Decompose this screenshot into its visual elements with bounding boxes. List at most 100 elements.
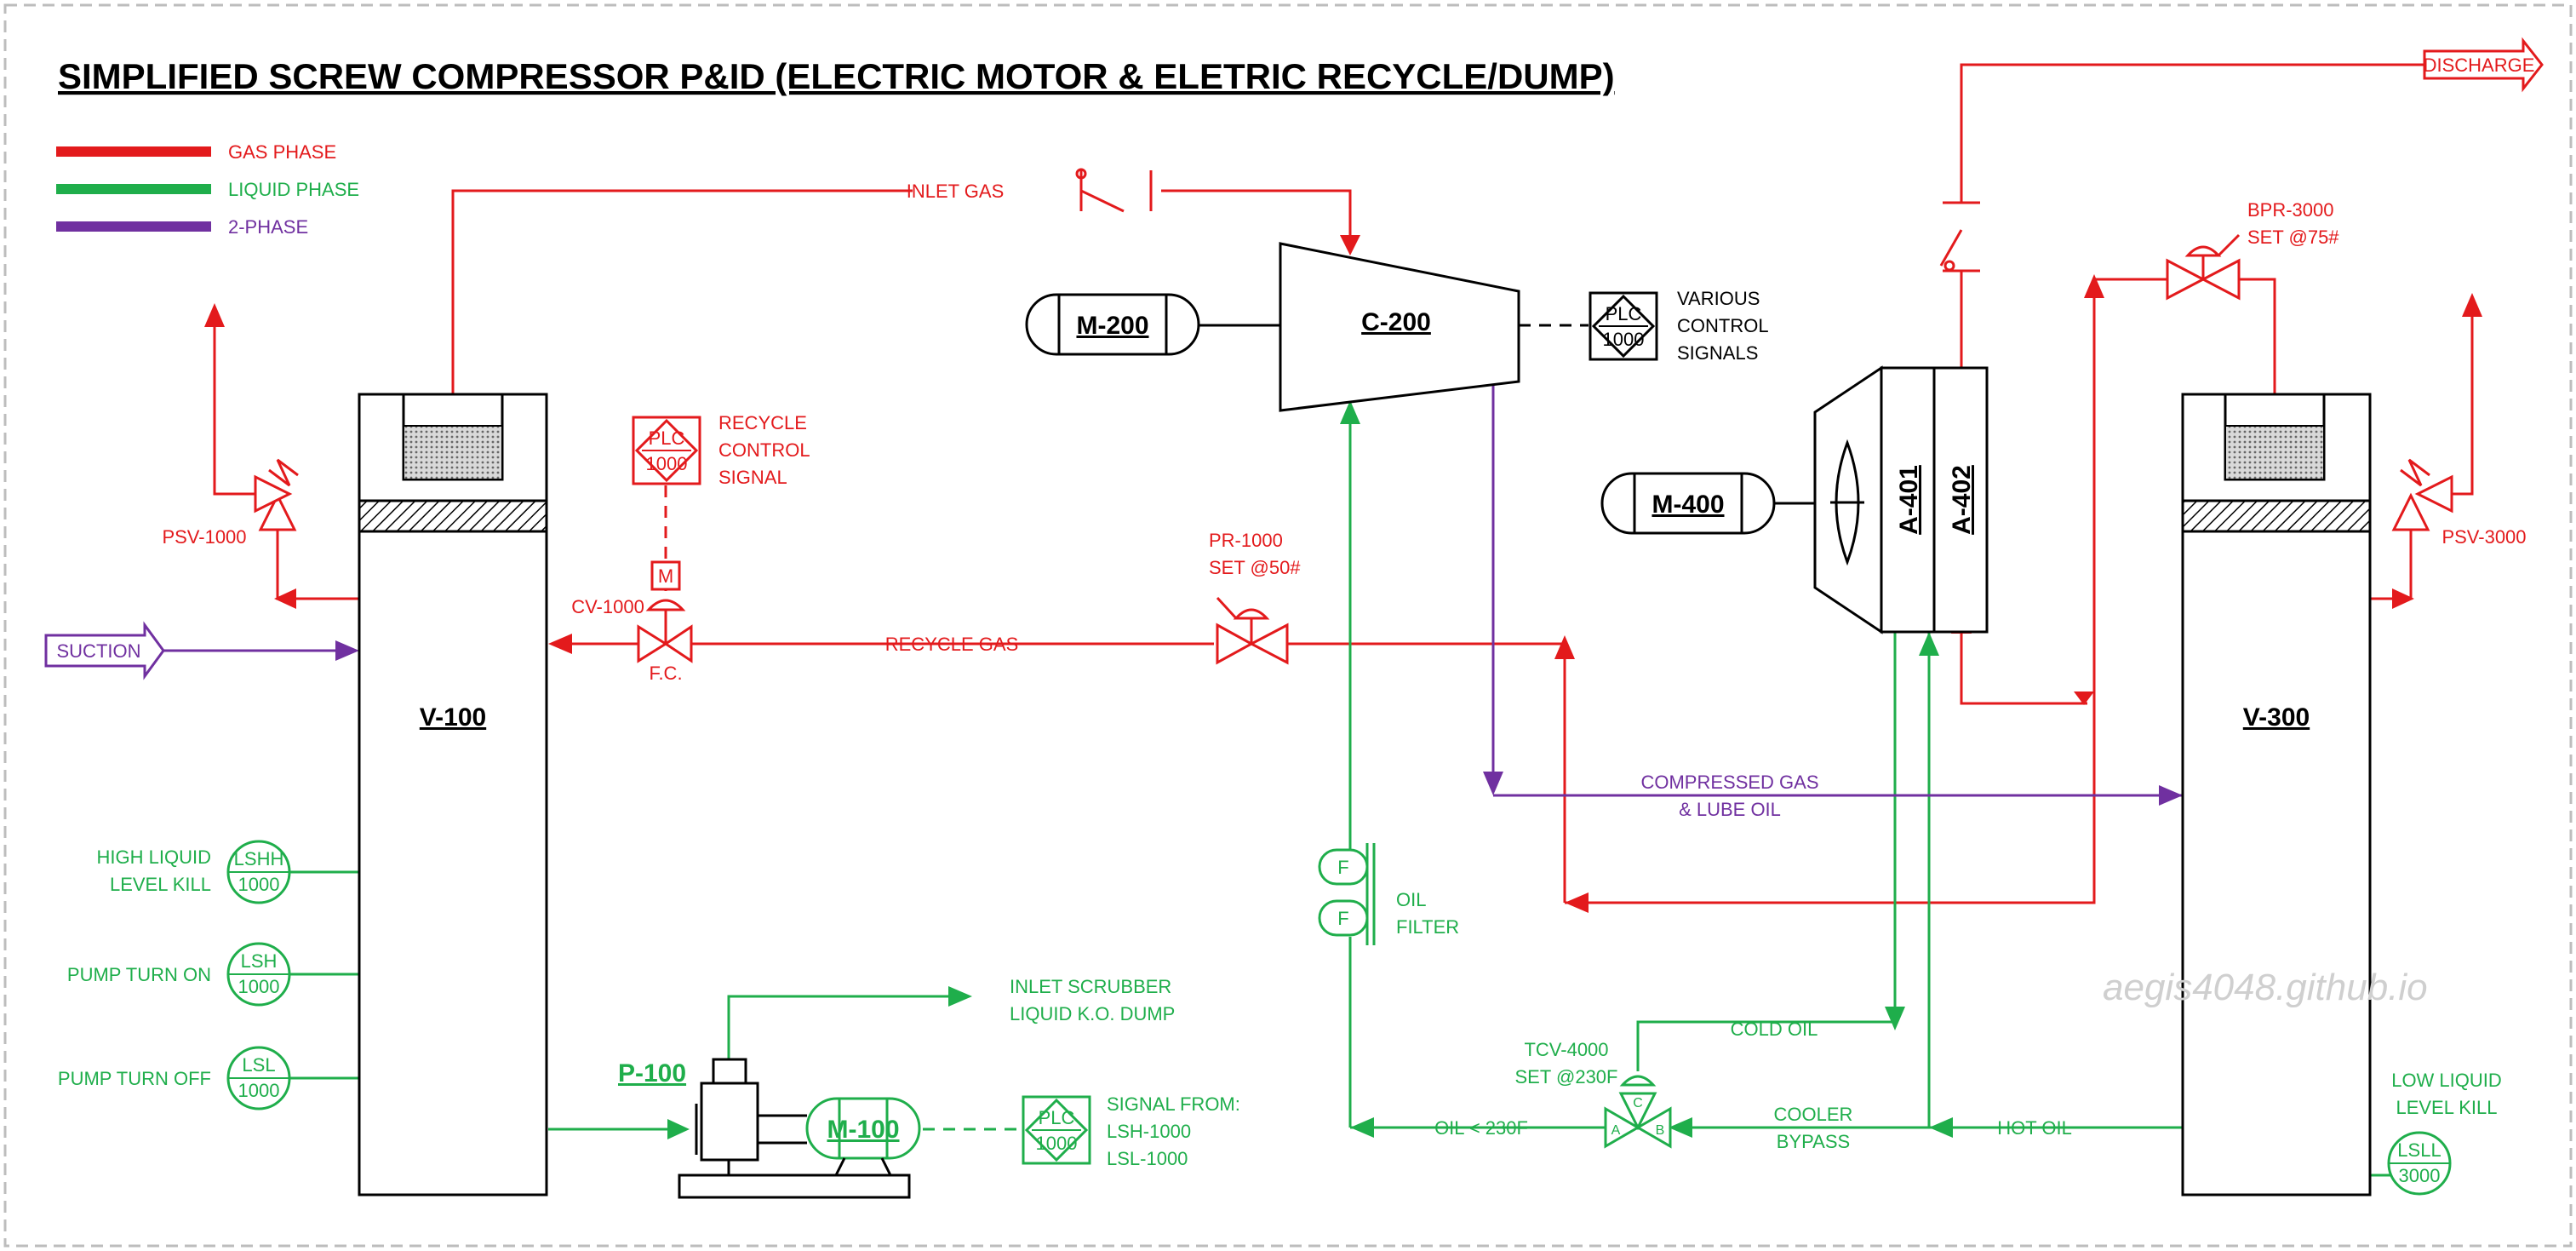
svg-text:1000: 1000 bbox=[238, 874, 280, 895]
lsll-3000[interactable]: LSLL 3000 bbox=[2387, 1131, 2452, 1196]
discharge-check-valve[interactable] bbox=[1939, 201, 1980, 273]
inlet-gas-label: INLET GAS bbox=[907, 181, 1005, 202]
m400-label: M-400 bbox=[1652, 491, 1724, 519]
svg-text:C: C bbox=[1633, 1096, 1643, 1110]
vessel-v300[interactable]: V-300 bbox=[2181, 393, 2372, 1196]
tcv4000-label: TCV-4000 bbox=[1524, 1039, 1608, 1060]
plc-various[interactable]: PLC 1000 bbox=[1589, 291, 1658, 361]
high-liquid-note-2: LEVEL KILL bbox=[110, 874, 211, 895]
fan-icon bbox=[1830, 439, 1864, 566]
recycle-ctrl-note-3: SIGNAL bbox=[718, 467, 787, 488]
valve-psv1000[interactable] bbox=[254, 458, 299, 531]
c200-label: C-200 bbox=[1361, 308, 1431, 336]
cooler-bypass-label-1: COOLER bbox=[1774, 1104, 1853, 1125]
compressor-c200[interactable]: C-200 bbox=[1279, 242, 1520, 412]
svg-text:PLC: PLC bbox=[1039, 1107, 1075, 1128]
svg-text:F: F bbox=[1337, 908, 1348, 929]
hot-oil-label: HOT OIL bbox=[1997, 1117, 2072, 1139]
pr1000-label: PR-1000 bbox=[1209, 530, 1283, 551]
cv1000-label: CV-1000 bbox=[571, 596, 644, 617]
cooler-bypass-label-2: BYPASS bbox=[1777, 1131, 1850, 1152]
svg-text:SUCTION: SUCTION bbox=[57, 640, 141, 662]
svg-text:LSL: LSL bbox=[242, 1054, 275, 1076]
liquid-arrows bbox=[667, 400, 1953, 1139]
motor-m400[interactable]: M-400 bbox=[1600, 472, 1776, 535]
pr1000-set-label: SET @50# bbox=[1209, 557, 1301, 578]
svg-text:LSH: LSH bbox=[241, 950, 278, 972]
diagram-title: SIMPLIFIED SCREW COMPRESSOR P&ID (ELECTR… bbox=[58, 56, 1615, 96]
signal-lines bbox=[664, 324, 1589, 1131]
fc-label: F.C. bbox=[649, 663, 682, 684]
actuator-m-label: M bbox=[658, 565, 673, 587]
valve-cv1000[interactable] bbox=[637, 560, 693, 663]
compressed-gas-label: COMPRESSED GAS bbox=[1640, 772, 1818, 793]
oil-filter-note-1: OIL bbox=[1396, 889, 1426, 910]
a401-label: A-401 bbox=[1895, 465, 1923, 535]
m100-label: M-100 bbox=[827, 1116, 899, 1144]
cold-oil-label: COLD OIL bbox=[1731, 1019, 1818, 1040]
plc-recycle[interactable]: PLC 1000 bbox=[632, 416, 701, 485]
svg-text:1000: 1000 bbox=[238, 976, 280, 997]
svg-text:1000: 1000 bbox=[1036, 1133, 1078, 1154]
svg-text:3000: 3000 bbox=[2399, 1165, 2441, 1186]
bpr3000-set-label: SET @75# bbox=[2247, 227, 2339, 248]
lsh-1000[interactable]: LSH 1000 bbox=[226, 942, 291, 1007]
v100-label: V-100 bbox=[420, 703, 486, 732]
lube-oil-label: & LUBE OIL bbox=[1679, 799, 1781, 820]
lsl-1000[interactable]: LSL 1000 bbox=[226, 1046, 291, 1110]
tcv4000-set-label: SET @230F bbox=[1515, 1066, 1618, 1087]
m200-label: M-200 bbox=[1076, 312, 1148, 340]
plc-signal[interactable]: PLC 1000 bbox=[1022, 1095, 1091, 1165]
v300-label: V-300 bbox=[2243, 703, 2310, 732]
recycle-ctrl-note-1: RECYCLE bbox=[718, 412, 807, 433]
cooler-a401-a402[interactable]: A-401 A-402 bbox=[1813, 365, 1989, 634]
motor-m200[interactable]: M-200 bbox=[1025, 293, 1200, 356]
recycle-gas-label: RECYCLE GAS bbox=[885, 634, 1019, 655]
p100-label: P-100 bbox=[618, 1059, 686, 1087]
psv1000-label: PSV-1000 bbox=[162, 526, 246, 548]
psv3000-label: PSV-3000 bbox=[2441, 526, 2526, 548]
lshh-1000[interactable]: LSHH 1000 bbox=[226, 840, 291, 904]
svg-text:1000: 1000 bbox=[646, 453, 688, 474]
a402-label: A-402 bbox=[1948, 465, 1976, 535]
pump-p100[interactable]: P-100 bbox=[618, 1058, 911, 1199]
vessel-v100[interactable]: V-100 bbox=[358, 393, 548, 1196]
inlet-scrubber-label-2: LIQUID K.O. DUMP bbox=[1010, 1003, 1175, 1024]
svg-text:LSLL: LSLL bbox=[2397, 1139, 2441, 1161]
valve-psv3000[interactable] bbox=[2391, 458, 2453, 531]
oil-filter[interactable]: F F bbox=[1318, 843, 1376, 945]
oil-230-label: OIL < 230F bbox=[1434, 1117, 1528, 1139]
inlet-scrubber-label-1: INLET SCRUBBER bbox=[1010, 976, 1171, 997]
svg-text:PLC: PLC bbox=[1606, 303, 1642, 324]
low-liquid-note-2: LEVEL KILL bbox=[2396, 1097, 2497, 1118]
watermark: aegis4048.github.io bbox=[2103, 967, 2428, 1008]
valve-pr1000[interactable] bbox=[1216, 596, 1289, 665]
legend: GAS PHASE LIQUID PHASE 2-PHASE bbox=[56, 141, 359, 238]
high-liquid-note-1: HIGH LIQUID bbox=[97, 846, 211, 868]
svg-text:LSHH: LSHH bbox=[234, 848, 284, 869]
suction-arrow[interactable]: SUCTION bbox=[44, 621, 165, 680]
signal-from-note-2: LSH-1000 bbox=[1107, 1121, 1191, 1142]
inlet-check-valve[interactable] bbox=[1075, 168, 1153, 213]
svg-text:1000: 1000 bbox=[238, 1080, 280, 1101]
bpr3000-label: BPR-3000 bbox=[2247, 199, 2334, 221]
discharge-arrow[interactable]: DISCHARGE bbox=[2423, 37, 2544, 93]
low-liquid-note-1: LOW LIQUID bbox=[2391, 1070, 2502, 1091]
various-note-1: VARIOUS bbox=[1677, 288, 1760, 309]
svg-text:B: B bbox=[1656, 1123, 1665, 1138]
page-frame bbox=[3, 3, 2573, 1248]
gas-lines bbox=[213, 63, 2474, 904]
legend-two-phase: 2-PHASE bbox=[228, 216, 308, 238]
svg-text:F: F bbox=[1337, 857, 1348, 878]
motor-base-stand bbox=[834, 1157, 892, 1176]
two-phase-arrows bbox=[335, 640, 2183, 806]
legend-gas: GAS PHASE bbox=[228, 141, 336, 163]
legend-liquid: LIQUID PHASE bbox=[228, 179, 359, 200]
svg-text:A: A bbox=[1611, 1123, 1621, 1138]
signal-from-note-3: LSL-1000 bbox=[1107, 1148, 1188, 1169]
recycle-ctrl-note-2: CONTROL bbox=[718, 439, 810, 461]
motor-m100[interactable]: M-100 bbox=[805, 1097, 921, 1160]
signal-from-note-1: SIGNAL FROM: bbox=[1107, 1093, 1240, 1115]
valve-bpr3000[interactable] bbox=[2166, 233, 2241, 301]
